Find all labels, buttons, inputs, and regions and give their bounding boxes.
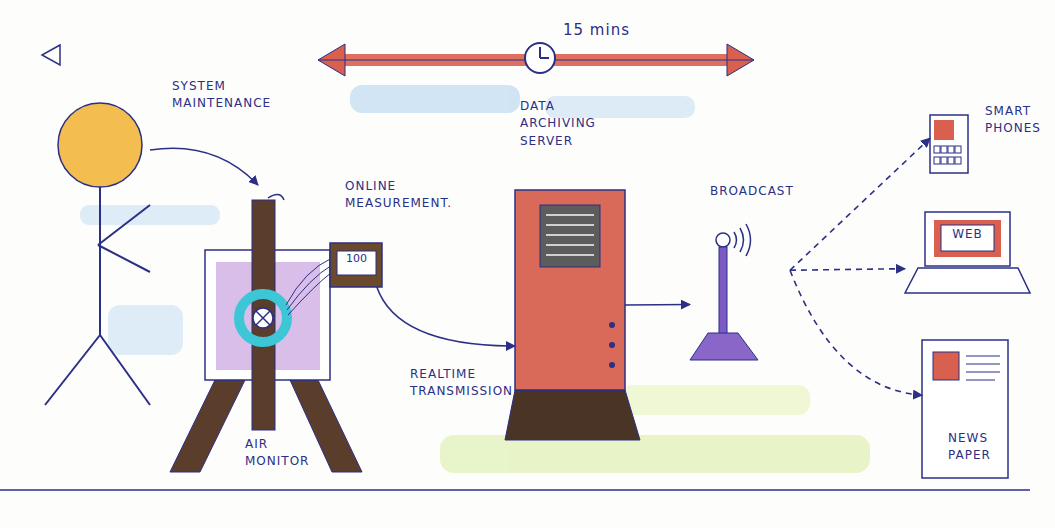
node-heading: BROADCAST bbox=[710, 183, 830, 200]
dashed-arrow bbox=[790, 138, 930, 270]
node-label: NEWS PAPER bbox=[948, 430, 1006, 465]
node-heading: ONLINE MEASUREMENT. bbox=[345, 178, 470, 213]
dashed-arrow bbox=[790, 269, 905, 271]
node-heading: DATA ARCHIVING SERVER bbox=[520, 98, 620, 150]
broadcast-tower: BROADCAST bbox=[690, 228, 790, 360]
edge-label: REALTIME TRANSMISSION bbox=[410, 366, 535, 401]
server-box: DATA ARCHIVING SERVER bbox=[515, 190, 625, 390]
measurement-display: ONLINE MEASUREMENT.100 bbox=[330, 243, 382, 287]
laptop: WEB bbox=[905, 212, 1030, 293]
flow-arrow bbox=[625, 304, 690, 306]
dashed-arrow bbox=[790, 270, 922, 395]
flow-arrow bbox=[377, 287, 515, 346]
node-label: WEB bbox=[941, 226, 994, 243]
node-label: AIR MONITOR bbox=[245, 436, 325, 471]
air-monitor: AIR MONITOR bbox=[170, 200, 362, 480]
reading-value: 100 bbox=[337, 251, 376, 267]
maintenance-note: SYSTEM MAINTENANCE bbox=[172, 78, 302, 113]
node-heading: SMART PHONES bbox=[985, 103, 1055, 138]
time-span-label: 15 mins bbox=[563, 20, 683, 42]
newspaper: NEWS PAPER bbox=[922, 340, 1008, 478]
smartphone: SMART PHONES bbox=[930, 115, 968, 173]
